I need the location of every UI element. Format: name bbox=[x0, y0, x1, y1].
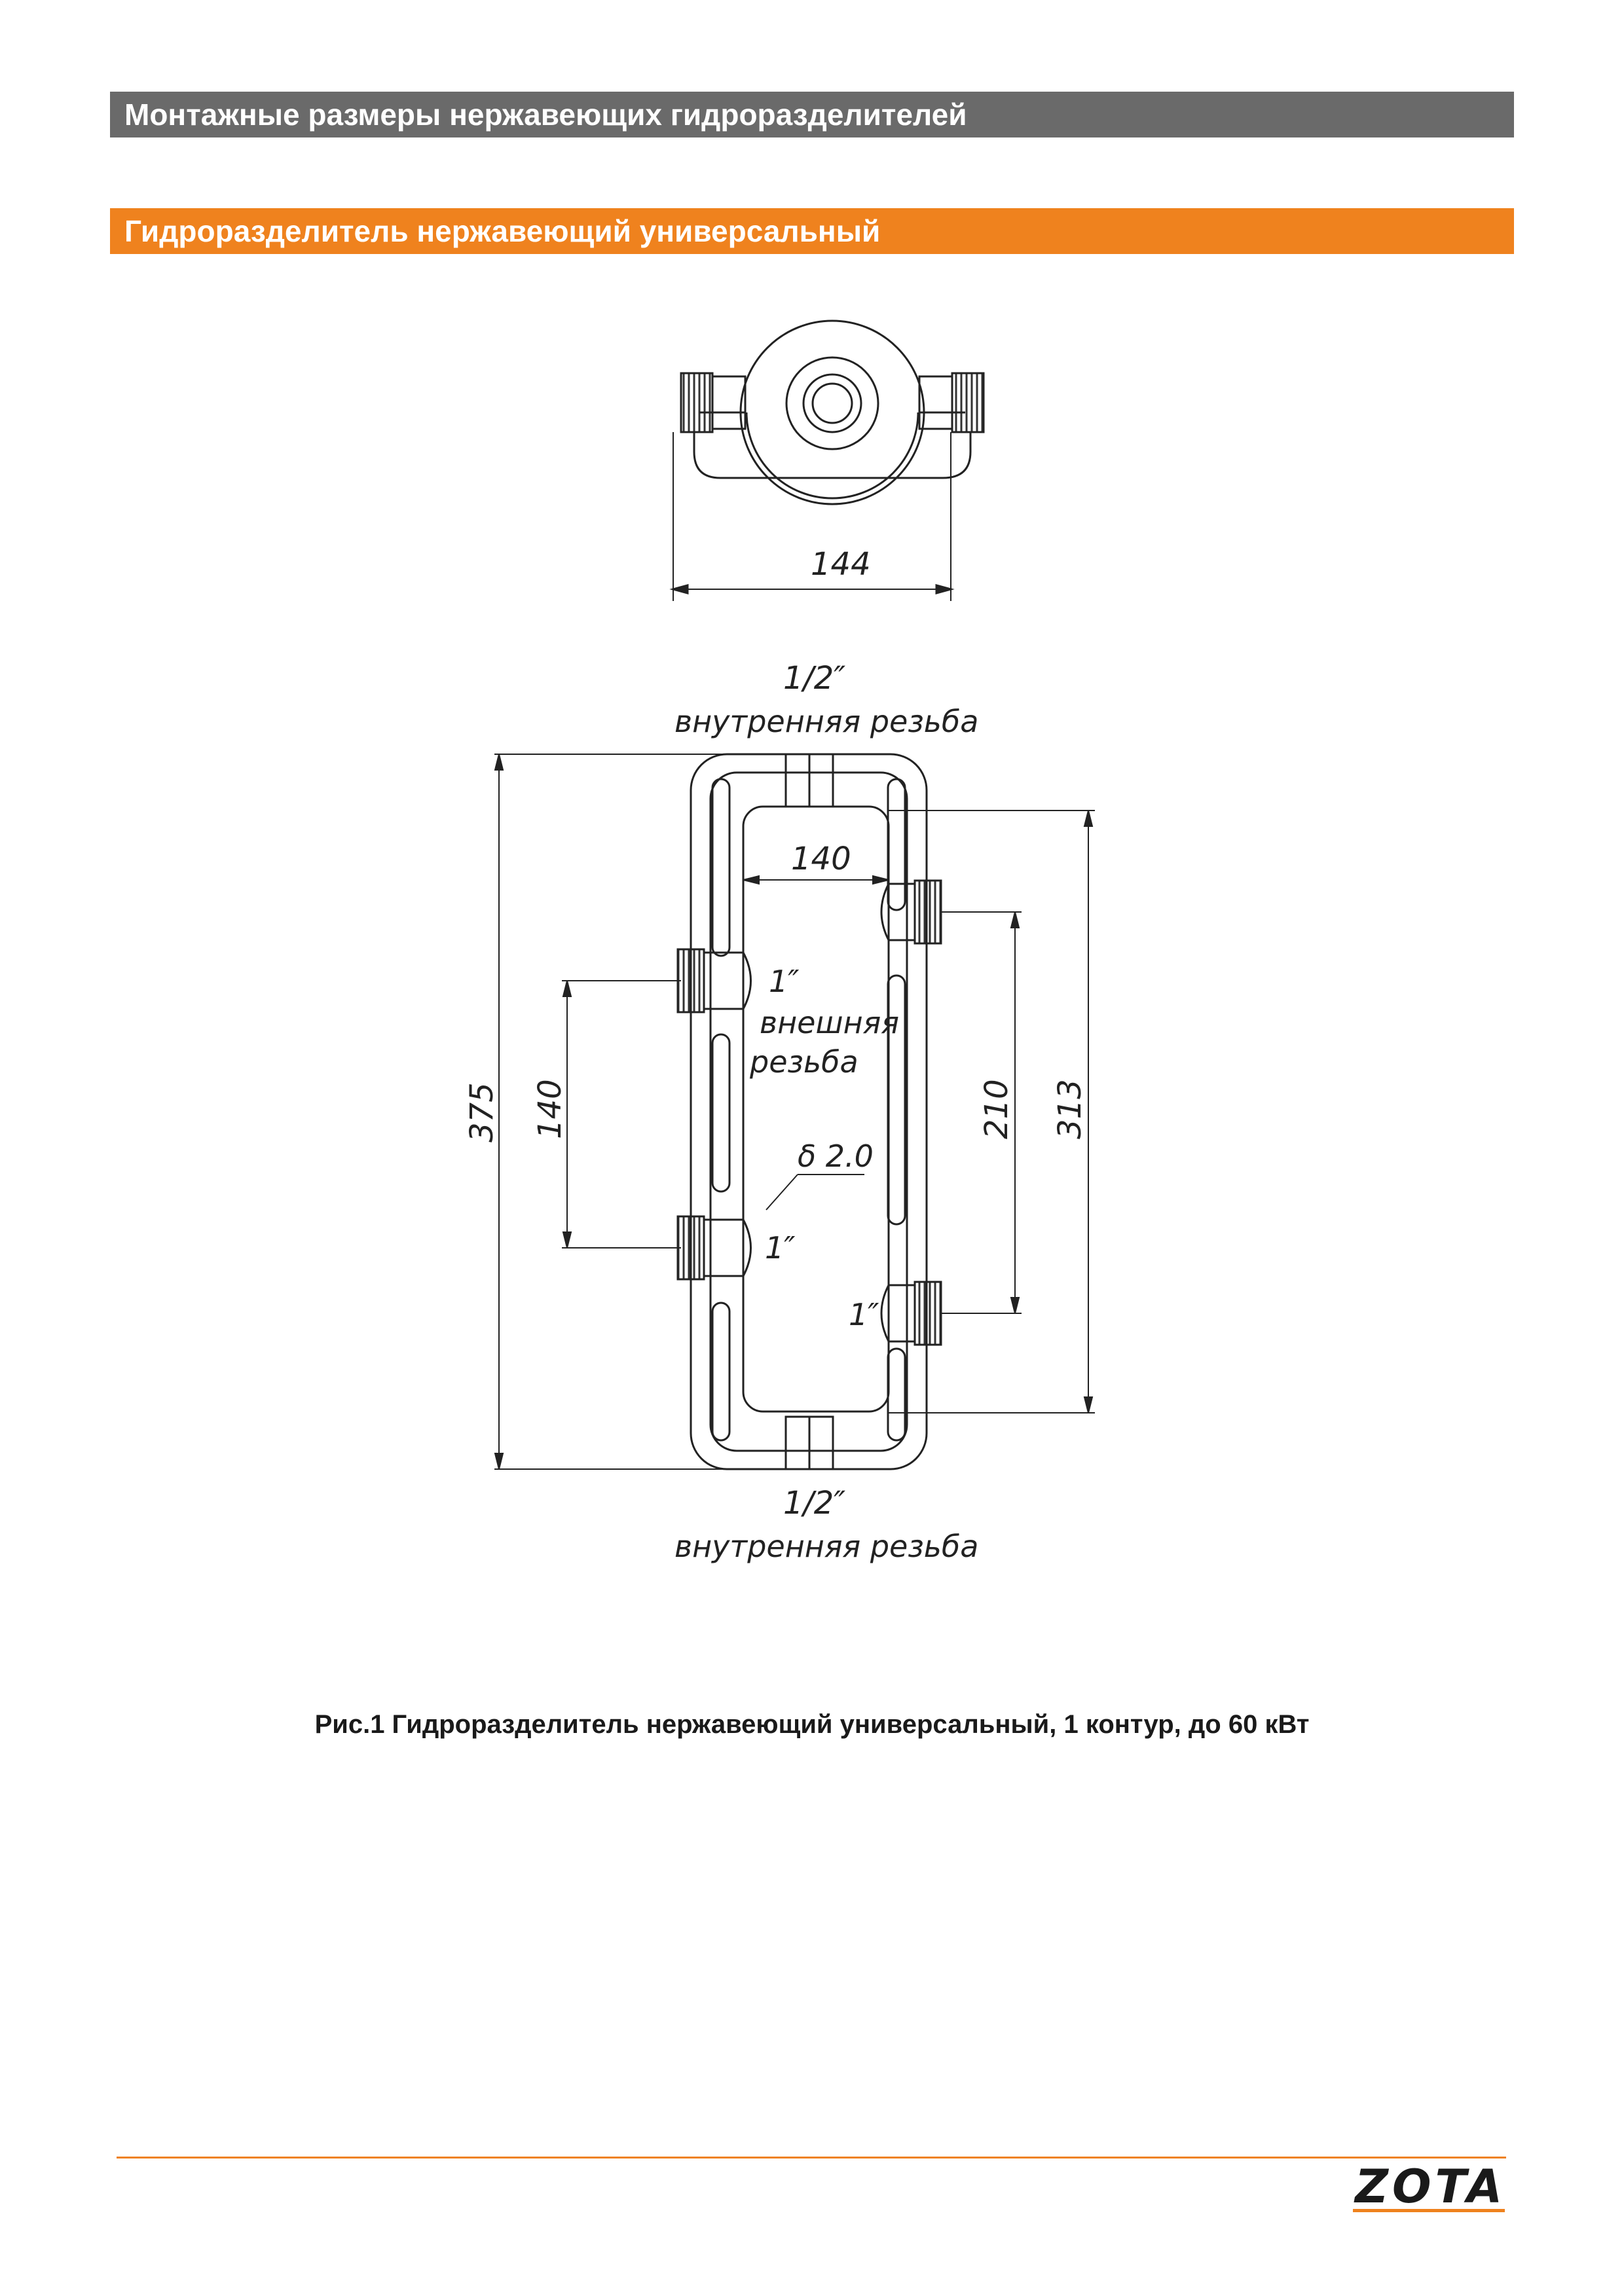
port-right-lower: 1″ bbox=[849, 1297, 879, 1332]
wall-thickness: δ 2.0 bbox=[798, 1139, 874, 1174]
top-thread-type: внутренняя резьба bbox=[674, 704, 978, 739]
port-left-lower: 1″ bbox=[765, 1230, 795, 1266]
port-left-upper-thread-2: резьба bbox=[749, 1044, 858, 1080]
dimension-lines bbox=[494, 754, 1095, 1470]
dim-144: 144 bbox=[811, 546, 871, 583]
dim-375: 375 bbox=[464, 1082, 500, 1142]
dim-313: 313 bbox=[1052, 1079, 1088, 1139]
dim-left-140: 140 bbox=[532, 1079, 568, 1139]
brand-logo: ZOTA bbox=[1355, 2160, 1506, 2214]
subsection-title: Гидроразделитель нержавеющий универсальн… bbox=[110, 208, 1514, 254]
footer-divider bbox=[117, 2157, 1506, 2159]
dim-inner-140: 140 bbox=[791, 841, 851, 877]
bottom-thread-type: внутренняя резьба bbox=[674, 1529, 978, 1564]
dim-210: 210 bbox=[978, 1079, 1015, 1139]
section-title: Монтажные размеры нержавеющих гидроразде… bbox=[110, 92, 1514, 137]
port-left-upper-thread: внешняя bbox=[760, 1005, 899, 1040]
figure-caption: Рис.1 Гидроразделитель нержавеющий униве… bbox=[314, 1710, 1310, 1739]
logo-underline bbox=[1353, 2209, 1505, 2212]
top-thread-size: 1/2″ bbox=[783, 660, 845, 697]
front-view bbox=[676, 753, 942, 1470]
bottom-thread-size: 1/2″ bbox=[783, 1485, 845, 1522]
technical-drawing: 144 bbox=[464, 319, 1095, 1564]
port-left-upper: 1″ bbox=[769, 964, 799, 999]
top-view bbox=[669, 319, 985, 601]
